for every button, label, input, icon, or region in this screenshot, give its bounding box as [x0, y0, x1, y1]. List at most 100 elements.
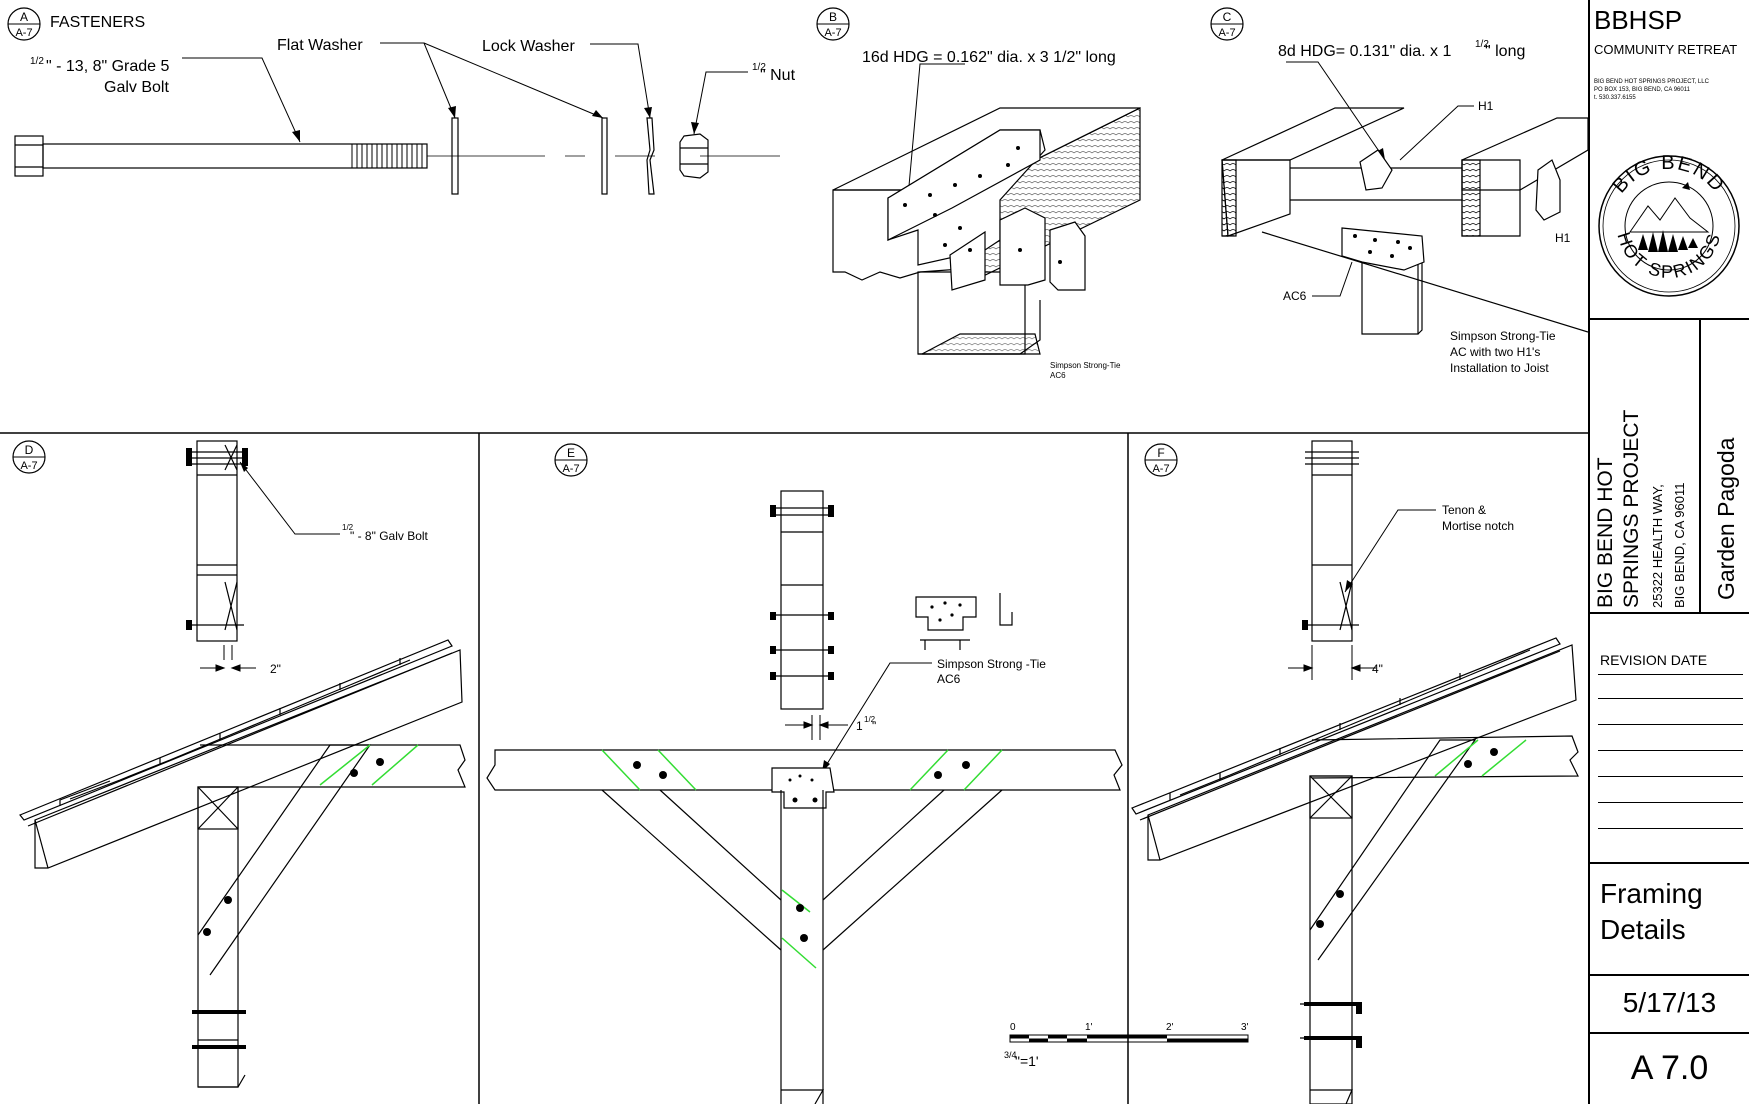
brand-subtitle: COMMUNITY RETREAT	[1594, 42, 1738, 57]
detail-e-letter: E	[567, 446, 575, 460]
detail-c-note-l2: AC with two H1's	[1450, 345, 1540, 359]
post-elevation-f	[1305, 440, 1359, 642]
flat-washer-label: Flat Washer	[277, 37, 604, 119]
detail-c-note-l3: Installation to Joist	[1450, 361, 1549, 375]
brace-highlight-d	[319, 744, 419, 786]
detail-a-letter: A	[20, 10, 28, 24]
panel-frame	[0, 432, 1588, 1104]
revision-header: REVISION DATE	[1600, 652, 1708, 668]
detail-a-title: FASTENERS	[50, 14, 145, 31]
detail-f-callout: F A-7	[1144, 443, 1178, 477]
detail-f-sheet: A-7	[1152, 463, 1169, 475]
detail-e-callout: E A-7	[554, 443, 588, 477]
post-elevation-e	[774, 490, 830, 710]
detail-d-bolt-frac: 1/2	[342, 523, 354, 532]
dim-2in	[200, 645, 256, 672]
drawing-title: Framing Details	[1590, 862, 1749, 976]
detail-c-nail-post: " long	[1485, 43, 1525, 60]
address-line-3: t. 530.337.6155	[1594, 95, 1636, 101]
beam-isometric	[832, 107, 1141, 355]
detail-e-gap-whole: 1	[856, 719, 863, 733]
drawing-title-line1: Framing	[1600, 878, 1703, 909]
rafter-and-roof-d	[19, 639, 466, 1088]
logo-text-top: BIG BEND	[1609, 152, 1730, 197]
revision-row	[1598, 674, 1743, 675]
detail-c-callout: C A-7	[1210, 7, 1244, 41]
detail-e-sheet: A-7	[562, 463, 579, 475]
detail-b-ac6-post-beam: B A-7 16d HDG = 0.162" dia. x 3 1/2" lon…	[816, 7, 1141, 380]
brace-highlight-f	[1434, 739, 1527, 777]
detail-d-sheet: A-7	[20, 460, 37, 472]
brand-name: BBHSP	[1594, 5, 1683, 35]
scale-tick-3: 3'	[1241, 1022, 1249, 1033]
title-block-header: BBHSP COMMUNITY RETREAT BIG BEND HOT SPR…	[1590, 0, 1749, 320]
dim-4in	[1288, 645, 1376, 680]
detail-b-sheet: A-7	[824, 27, 841, 39]
joists-isometric	[1221, 107, 1588, 335]
scale-tick-1: 1'	[1085, 1022, 1093, 1033]
detail-c-ac-h1: C A-7 8d HDG= 0.131" dia. x 1 1/2 " long	[1210, 7, 1588, 375]
nut-label-frac: 1/2	[752, 62, 766, 73]
bolt-label-frac: 1/2	[30, 56, 44, 67]
brace-bolts-f	[1304, 748, 1498, 1048]
detail-d-eave-post: D A-7 1/2 " - 8" Galv Bolt 2"	[12, 440, 466, 1088]
detail-d-gap: 2"	[270, 662, 281, 676]
detail-a-fasteners: A A-7 FASTENERS	[7, 7, 796, 195]
detail-d-callout: D A-7	[12, 440, 46, 474]
ac-nail-holes	[1353, 234, 1412, 258]
scale-label: "=1'	[1015, 1053, 1039, 1069]
bolt-heads-d	[186, 448, 248, 630]
hot-springs-logo: BIG BEND HOT SPRINGS	[1598, 152, 1740, 297]
detail-b-tie-l1: Simpson Strong-Tie	[1050, 361, 1121, 370]
detail-e-tie-l2: AC6	[937, 672, 961, 686]
bolt-label: 1/2 " - 13, 8" Grade 5 Galv Bolt	[30, 56, 301, 143]
revision-table: REVISION DATE	[1590, 612, 1749, 864]
detail-b-tie-l2: AC6	[1050, 371, 1066, 380]
ac6-plan-icon	[915, 593, 1013, 650]
detail-f-letter: F	[1157, 446, 1164, 460]
revision-row	[1598, 802, 1743, 803]
detail-f-gap: 4"	[1372, 662, 1383, 676]
detail-e-gap-unit: "	[872, 719, 876, 733]
revision-row	[1598, 828, 1743, 829]
h1-right-label: H1	[1555, 231, 1571, 245]
project-name-line1: BIG BEND HOT	[1594, 457, 1617, 608]
detail-f-tenon-mortise: F A-7 Tenon & Mortise notch 4"	[1131, 440, 1579, 1104]
drawing-title-line2: Details	[1600, 914, 1686, 945]
revision-row	[1598, 724, 1743, 725]
company-address: BIG BEND HOT SPRINGS PROJECT, LLC PO BOX…	[1594, 78, 1709, 102]
brace-bolts-e	[633, 761, 970, 942]
logo-text-bottom: HOT SPRINGS	[1613, 230, 1724, 282]
scale-tick-0: 0	[1010, 1022, 1016, 1033]
detail-c-letter: C	[1223, 10, 1232, 24]
flat-washer-text: Flat Washer	[277, 37, 363, 54]
scale-label-frac: 3/4	[1004, 1050, 1017, 1060]
detail-c-sheet: A-7	[1218, 27, 1235, 39]
project-info: BIG BEND HOT SPRINGS PROJECT 25322 HEALT…	[1590, 318, 1749, 614]
detail-a-callout: A A-7	[7, 7, 41, 41]
brace-bolts-d	[192, 758, 384, 1049]
detail-b-letter: B	[829, 10, 837, 24]
scale-bar: 0 1' 2' 3' 3/4 "=1'	[1004, 1022, 1249, 1069]
lock-washer-label: Lock Washer	[482, 38, 652, 119]
detail-c-nail-pre: 8d HDG= 0.131" dia. x 1	[1278, 43, 1451, 60]
h1-top-label: H1	[1478, 99, 1494, 113]
bolt-label-line2: Galv Bolt	[104, 79, 169, 96]
project-title: Garden Pagoda	[1713, 437, 1739, 600]
post-elevation-d	[190, 440, 244, 642]
detail-f-note-l1: Tenon &	[1442, 503, 1486, 517]
detail-d-letter: D	[25, 443, 34, 457]
nut-label-text: " Nut	[760, 67, 796, 84]
detail-a-sheet: A-7	[15, 27, 32, 39]
drawing-sheet: A A-7 FASTENERS	[0, 7, 1588, 1104]
bolt-heads-e	[770, 505, 834, 680]
detail-d-bolt-label: " - 8" Galv Bolt	[350, 529, 429, 543]
detail-b-callout: B A-7	[816, 7, 850, 41]
rafter-and-roof-f	[1131, 637, 1579, 1104]
revision-row	[1598, 750, 1743, 751]
drawing-date: 5/17/13	[1590, 974, 1749, 1034]
ac6-label: AC6	[1283, 289, 1307, 303]
ac6-nail-holes	[903, 146, 1062, 264]
detail-e-ridge-post: E A-7 1 1/2 "	[486, 443, 1123, 1104]
ridge-beam-e	[486, 749, 1123, 1104]
